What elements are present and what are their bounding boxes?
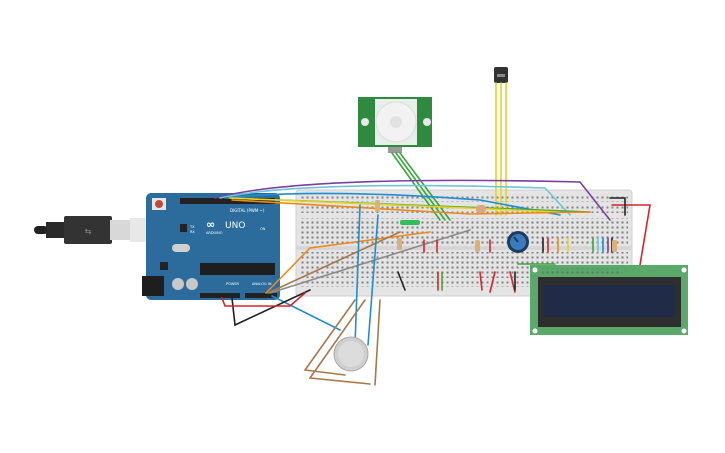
resistor[interactable] bbox=[476, 205, 486, 213]
wire-yellow bbox=[229, 197, 561, 213]
reset-button[interactable] bbox=[155, 200, 163, 208]
analog-label: ANALOG IN bbox=[252, 282, 272, 286]
terminal-strip-top bbox=[300, 218, 628, 244]
wire-green bbox=[399, 152, 451, 221]
wire-black bbox=[609, 197, 626, 216]
digital-label: DIGITAL (PWM ~) bbox=[230, 208, 265, 213]
wire-red bbox=[479, 271, 483, 291]
on-label: ON bbox=[260, 227, 266, 231]
resistors bbox=[375, 200, 617, 252]
power-jack bbox=[142, 276, 164, 296]
wire-blue bbox=[224, 192, 561, 216]
arduino-label: ARDUINO bbox=[206, 231, 223, 235]
power-label: POWER bbox=[226, 282, 240, 286]
gas-sensor[interactable] bbox=[333, 336, 369, 372]
digital-header bbox=[180, 198, 275, 204]
wire-purple bbox=[214, 179, 611, 221]
pir-sensor[interactable] bbox=[358, 97, 432, 153]
potentiometer[interactable] bbox=[507, 231, 529, 253]
arduino-uno[interactable]: DIGITAL (PWM ~) ∞ UNO ARDUINO TX RX ON P… bbox=[142, 193, 280, 300]
lcd-pins bbox=[542, 268, 622, 274]
resistor[interactable] bbox=[397, 238, 402, 250]
tx-label: TX bbox=[189, 225, 195, 229]
analog-header bbox=[245, 293, 277, 298]
crystal bbox=[172, 244, 190, 252]
wire-red bbox=[221, 292, 306, 307]
rx-label: RX bbox=[190, 230, 195, 234]
power-rail-top-2 bbox=[300, 205, 628, 213]
resistor[interactable] bbox=[612, 240, 617, 252]
arduino-logo-icon: ∞ bbox=[206, 218, 215, 231]
wire-brown bbox=[267, 231, 401, 294]
wire-blue bbox=[271, 295, 341, 331]
power-rail-top bbox=[300, 194, 628, 202]
power-header bbox=[200, 293, 240, 298]
atmega-chip bbox=[200, 263, 275, 275]
wire-cyan bbox=[219, 184, 571, 216]
wire-black bbox=[231, 289, 311, 327]
power-rail-bottom bbox=[300, 281, 628, 287]
wire-blue bbox=[354, 204, 361, 346]
wire-brown bbox=[374, 299, 381, 386]
resistor[interactable] bbox=[475, 240, 480, 252]
usb-icon: ⇆ bbox=[85, 227, 92, 236]
wire-red bbox=[489, 271, 496, 293]
wire-black bbox=[397, 271, 406, 291]
wire-green bbox=[391, 152, 441, 221]
breadboard[interactable] bbox=[295, 189, 633, 297]
uno-label: UNO bbox=[225, 221, 245, 231]
usb-cable[interactable]: ⇆ bbox=[34, 216, 148, 244]
wire-brown bbox=[308, 299, 371, 385]
resistor[interactable] bbox=[375, 200, 380, 212]
capacitor bbox=[172, 278, 184, 290]
wire-red bbox=[509, 271, 516, 293]
wire-green bbox=[395, 152, 446, 221]
lcd-16x2[interactable] bbox=[530, 265, 688, 335]
wire-blue bbox=[367, 214, 379, 346]
center-channel bbox=[296, 246, 632, 250]
wire-brown bbox=[303, 299, 356, 376]
wires bbox=[214, 82, 651, 386]
lcd-screen bbox=[544, 285, 675, 317]
capacitor bbox=[186, 278, 198, 290]
wire-orange bbox=[231, 199, 591, 215]
temperature-sensor[interactable] bbox=[494, 67, 508, 83]
green-led[interactable] bbox=[400, 220, 420, 225]
